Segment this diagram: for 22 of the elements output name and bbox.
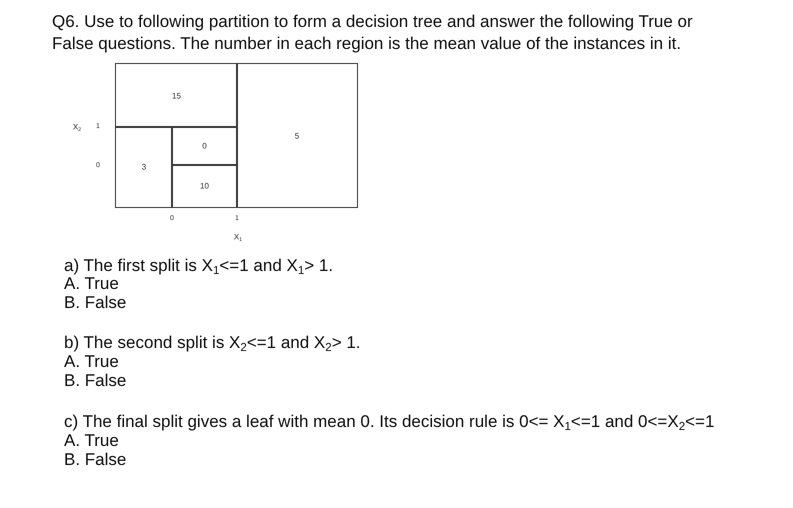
partition-region bbox=[236, 63, 358, 208]
question-text: a) The first split is X$_{1}$<=1 and X$_{1}$> 1. bbox=[64, 256, 334, 275]
question-text: c) The final split gives a leaf with mean 0. Its decision rule is 0<= X$_{1}$<=1 and 0<=X$_{2}$<=1 bbox=[64, 412, 714, 431]
region-mean-value: 5 bbox=[294, 131, 300, 140]
region-mean-value: 0 bbox=[202, 142, 207, 150]
question-heading: Q6. Use to following partition to form a decision tree and answer the following True or False questions. The number in each region is the mean value of the instances in it. bbox=[52, 11, 694, 55]
axis-title: X$_{1}$ bbox=[234, 232, 242, 242]
partition-region bbox=[115, 126, 173, 208]
axis-title: X$_{2}$ bbox=[72, 122, 82, 132]
region-mean-value: 10 bbox=[200, 182, 209, 190]
answer-option: A. True bbox=[64, 431, 119, 450]
partition-region bbox=[115, 63, 238, 128]
answer-option: B. False bbox=[64, 450, 126, 469]
region-mean-value: 3 bbox=[142, 162, 146, 172]
answer-option: A. True bbox=[64, 274, 119, 293]
answer-option: B. False bbox=[64, 293, 126, 312]
answer-option: B. False bbox=[64, 371, 126, 390]
partition-region bbox=[171, 126, 238, 166]
question-text: b) The second split is X$_{2}$<=1 and X$_{2}$> 1. bbox=[64, 333, 361, 352]
region-mean-value: 15 bbox=[172, 91, 181, 100]
partition-region bbox=[171, 164, 238, 208]
answer-option: A. True bbox=[64, 352, 119, 371]
